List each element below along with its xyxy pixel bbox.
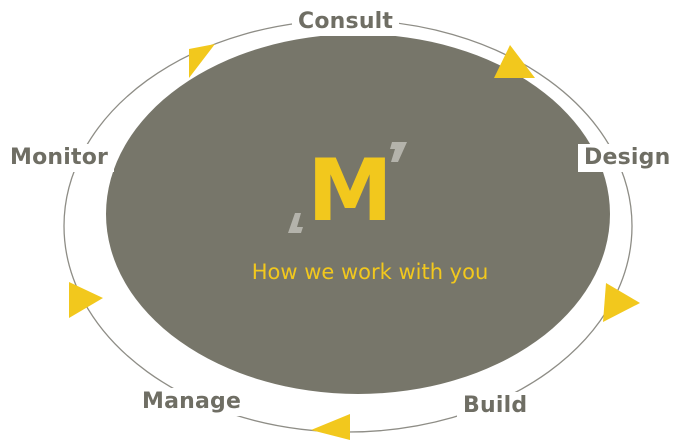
center-ellipse	[106, 34, 610, 394]
center-tagline: How we work with you	[251, 260, 489, 284]
logo-bracket-top-right	[390, 142, 407, 162]
arrow-to-monitor	[69, 282, 103, 318]
stage-label-consult: Consult	[292, 8, 400, 36]
logo-bracket-bottom-left	[288, 213, 303, 233]
arrow-to-manage	[311, 414, 350, 440]
stage-label-design: Design	[578, 144, 677, 172]
stage-label-build: Build	[457, 392, 534, 420]
arrow-to-build	[603, 283, 640, 322]
arrow-to-consult	[189, 44, 215, 78]
stage-label-manage: Manage	[136, 388, 248, 416]
logo-letter: M	[307, 141, 393, 241]
stage-label-monitor: Monitor	[4, 144, 115, 172]
arrow-to-design	[494, 45, 535, 78]
